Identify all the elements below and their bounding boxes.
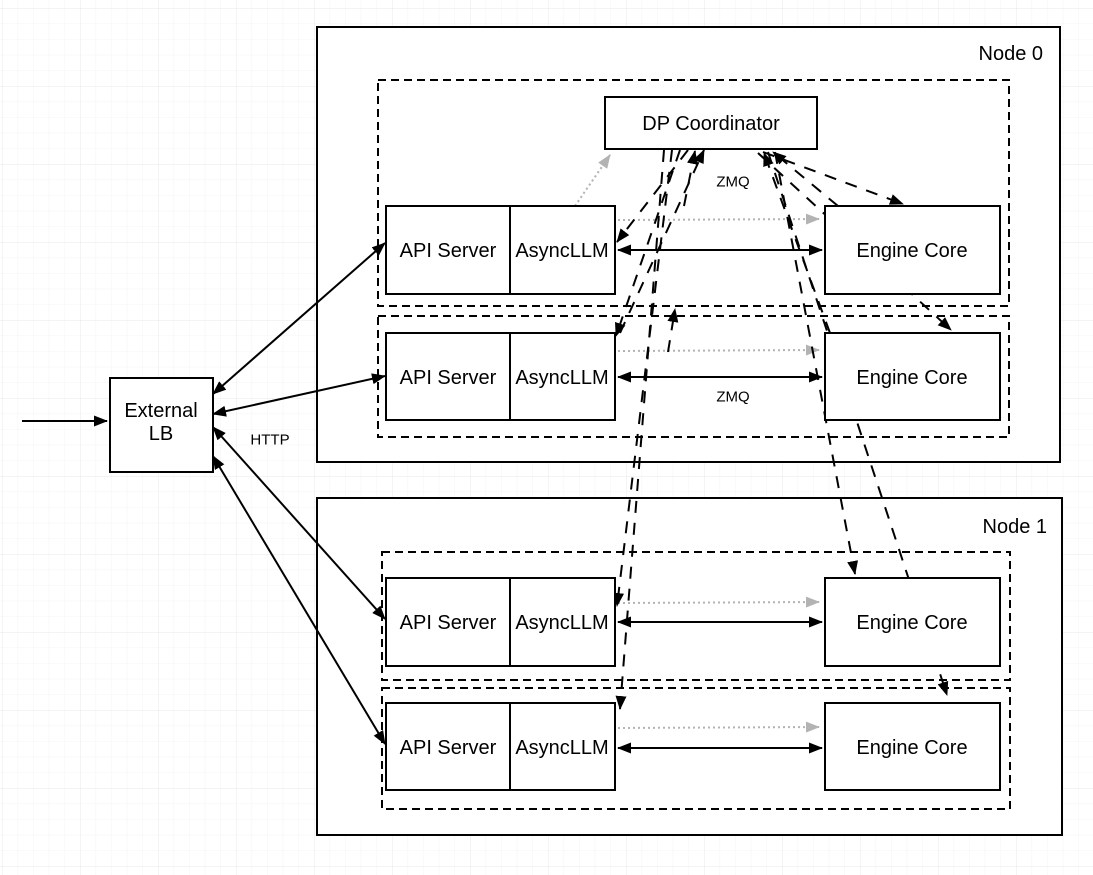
zmq-label-row1: ZMQ — [716, 174, 749, 191]
dotted-async-engine-node1-row2 — [617, 721, 820, 733]
dashed-coordinator-to-async-node0-row1 — [616, 149, 689, 243]
dotted-async-coordinator-node0-row1 — [574, 154, 611, 207]
node0-row2-asyncllm-label: AsyncLLM — [515, 367, 608, 389]
node0-row1-api-server-label: API Server — [400, 240, 497, 262]
arrow-lb-node0-api1 — [212, 242, 386, 395]
node0-row2-api-async-box — [385, 332, 616, 421]
dashed-async-node0-row1-to-coordinator — [683, 150, 698, 207]
http-label: HTTP — [250, 432, 289, 449]
dp-coordinator-label: DP Coordinator — [642, 113, 780, 135]
external-lb-box — [109, 377, 214, 473]
node1-row2-engine-core-box — [824, 702, 1001, 791]
node0-row2-engine-core-label: Engine Core — [856, 367, 967, 389]
dotted-async-engine-node1-row1 — [617, 596, 820, 608]
dashed-async-node0-row2-to-coordinator — [619, 149, 705, 334]
node1-row1-engine-core-label: Engine Core — [856, 612, 967, 634]
node1-row1-api-server-label: API Server — [400, 612, 497, 634]
node1-replica2-group — [381, 687, 1011, 810]
dashed-coordinator-to-engine-node1-row1 — [774, 151, 858, 575]
zmq-label-row2: ZMQ — [716, 389, 749, 406]
node0-row1-asyncllm-label: AsyncLLM — [515, 240, 608, 262]
dashed-coordinator-to-async-node0-row2 — [615, 149, 681, 337]
node1-row2-api-async-box — [385, 702, 616, 791]
node0-label: Node 0 — [979, 43, 1044, 65]
arrow-lb-node0-api2 — [212, 373, 386, 417]
dashed-engine-node0-row1-to-coordinator — [772, 151, 839, 207]
node0-row2-api-server-label: API Server — [400, 367, 497, 389]
dashed-coordinator-to-async-node1-row1 — [613, 149, 673, 607]
node0-row1-engine-core-box — [824, 205, 1001, 295]
node1-row1-asyncllm-label: AsyncLLM — [515, 612, 608, 634]
dp-coordinator-box — [604, 96, 818, 150]
dotted-async-engine-node0-row1 — [617, 213, 820, 225]
dashed-stub-to-replica1-group — [667, 308, 679, 353]
node0-row1-api-async-box — [385, 205, 616, 295]
node1-row2-asyncllm-label: AsyncLLM — [515, 737, 608, 759]
node1-row1-api-async-box — [385, 577, 616, 667]
dashed-coordinator-to-engine-node1-row2 — [767, 151, 949, 696]
node1-row1-engine-core-box — [824, 577, 1001, 667]
node1-row2-api-server-label: API Server — [400, 737, 497, 759]
node1-row2-engine-core-label: Engine Core — [856, 737, 967, 759]
dotted-async-engine-node0-row2 — [617, 344, 820, 356]
external-lb-label-line1: External — [124, 400, 197, 422]
node0-row1-engine-core-label: Engine Core — [856, 240, 967, 262]
node1-label: Node 1 — [983, 516, 1048, 538]
node0-row2-engine-core-box — [824, 332, 1001, 421]
dashed-coordinator-to-async-node1-row2 — [615, 149, 665, 710]
node0-replica1-group — [377, 79, 1010, 307]
arrow-lb-node1-api2 — [212, 455, 386, 745]
external-lb-label-line2: LB — [149, 423, 173, 445]
